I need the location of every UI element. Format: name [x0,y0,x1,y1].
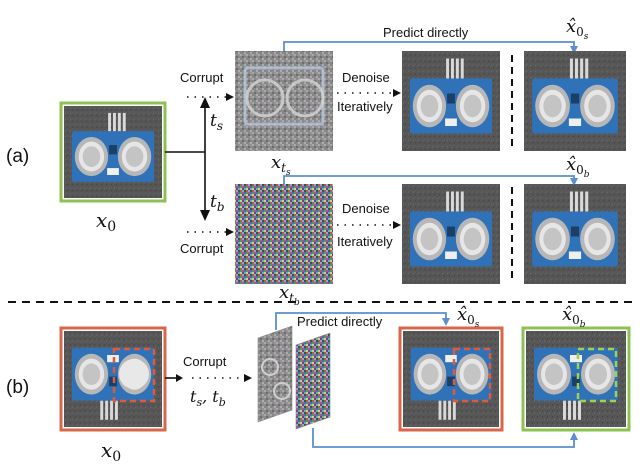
mask-region-tb-b [576,347,618,403]
corrupt-label-b: Corrupt [183,354,227,369]
iteratively-label-top: Iteratively [337,99,393,114]
denoised-output-tb [402,184,500,284]
corrupt-arrow-top [226,93,234,101]
mask-region-ts-b [452,347,492,403]
tb-label: tb [210,192,225,214]
predict-arrowhead-b-bottom [570,432,578,440]
denoised-output-ts [402,51,500,151]
predicted-output-tb-b [526,331,626,427]
predict-arrow-bottom [283,175,575,184]
predict-arrow-b-top [275,312,447,330]
x0-label-a: x0 [96,208,116,235]
xhat0s-label-a: x̂0s [566,16,589,42]
section-a-label: (a) [6,146,29,167]
input-image-b [64,331,162,427]
xts-label: xts [271,152,291,178]
arrow-down-tb [200,210,210,221]
predict-arrow-b-bottom [312,428,575,448]
denoise-arrow-top [393,89,401,97]
arrow-up-ts [200,97,210,108]
noisy-sheet-tb-b [295,332,331,430]
noisy-sheet-ts-b [257,325,293,423]
predicted-output-ts [524,51,626,151]
predicted-frame-tb-b [521,326,631,432]
corrupt-label-top: Corrupt [180,70,224,85]
ts-label: ts [210,111,223,133]
mask-region-input [112,347,156,403]
predict-arrowhead-bottom [570,178,578,186]
corrupt-arrow-bottom [226,228,234,236]
predicted-output-tb [524,184,626,284]
input-image-a [64,106,162,198]
ts-tb-label: ts, tb [190,387,226,409]
corrupt-label-bottom: Corrupt [180,241,224,256]
predict-arrowhead-b-top [442,318,450,326]
noisy-image-ts [235,51,333,151]
xtb-label: xtb [279,282,300,308]
predict-arrow-top [283,41,575,51]
iteratively-label-bottom: Iteratively [337,234,393,249]
denoise-arrow-bottom [393,221,401,229]
section-b-label: (b) [6,377,29,398]
x0-label-b: x0 [101,438,121,465]
predicted-output-ts-b [403,331,499,427]
xhat0b-label-a: x̂0b [566,154,590,180]
predict-label-top: Predict directly [383,25,469,40]
denoise-label-top: Denoise [342,70,390,85]
predict-label-b: Predict directly [297,314,383,329]
xhat0b-label-b: x̂0b [562,304,586,330]
predicted-frame-ts-b [398,326,504,432]
noisy-image-tb [235,184,333,284]
corrupt-arrow-b [244,374,252,382]
input-image-frame-b [59,326,167,432]
denoise-label-bottom: Denoise [342,201,390,216]
xhat0s-label-b: x̂0s [457,304,480,330]
predict-arrowhead-top [570,46,578,54]
arrow-to-corrupt-head [176,374,183,382]
